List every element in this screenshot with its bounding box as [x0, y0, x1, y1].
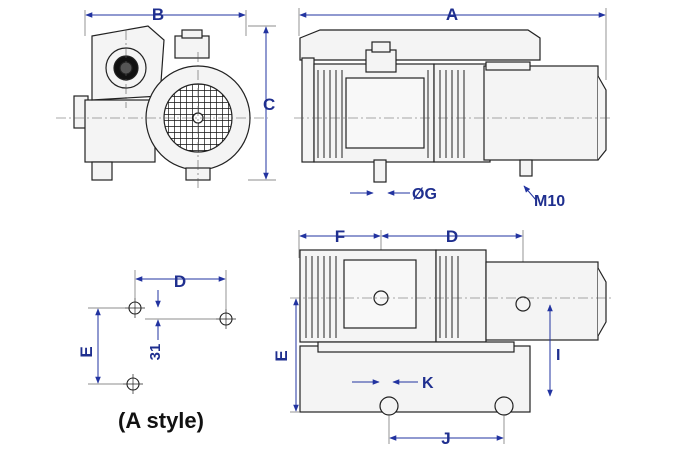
- label-e-pattern: E: [77, 346, 96, 357]
- label-j: J: [441, 429, 450, 448]
- label-i: I: [556, 347, 560, 364]
- label-d-pattern: D: [174, 272, 186, 291]
- callout-m10: [523, 185, 537, 201]
- label-d-side: D: [446, 227, 458, 246]
- label-31: 31: [147, 344, 164, 361]
- front-view: [56, 10, 276, 188]
- bottom-view: [290, 230, 612, 444]
- label-k: K: [422, 375, 434, 392]
- caption-a-style: (A style): [118, 408, 204, 433]
- label-m10: M10: [534, 193, 565, 210]
- label-a: A: [446, 5, 458, 24]
- label-c: C: [263, 95, 275, 114]
- label-g: ØG: [412, 186, 437, 203]
- label-e-side: E: [272, 350, 291, 361]
- label-b: B: [152, 5, 164, 24]
- label-f: F: [335, 227, 345, 246]
- side-view: [294, 8, 612, 183]
- hole-pattern: [88, 270, 236, 394]
